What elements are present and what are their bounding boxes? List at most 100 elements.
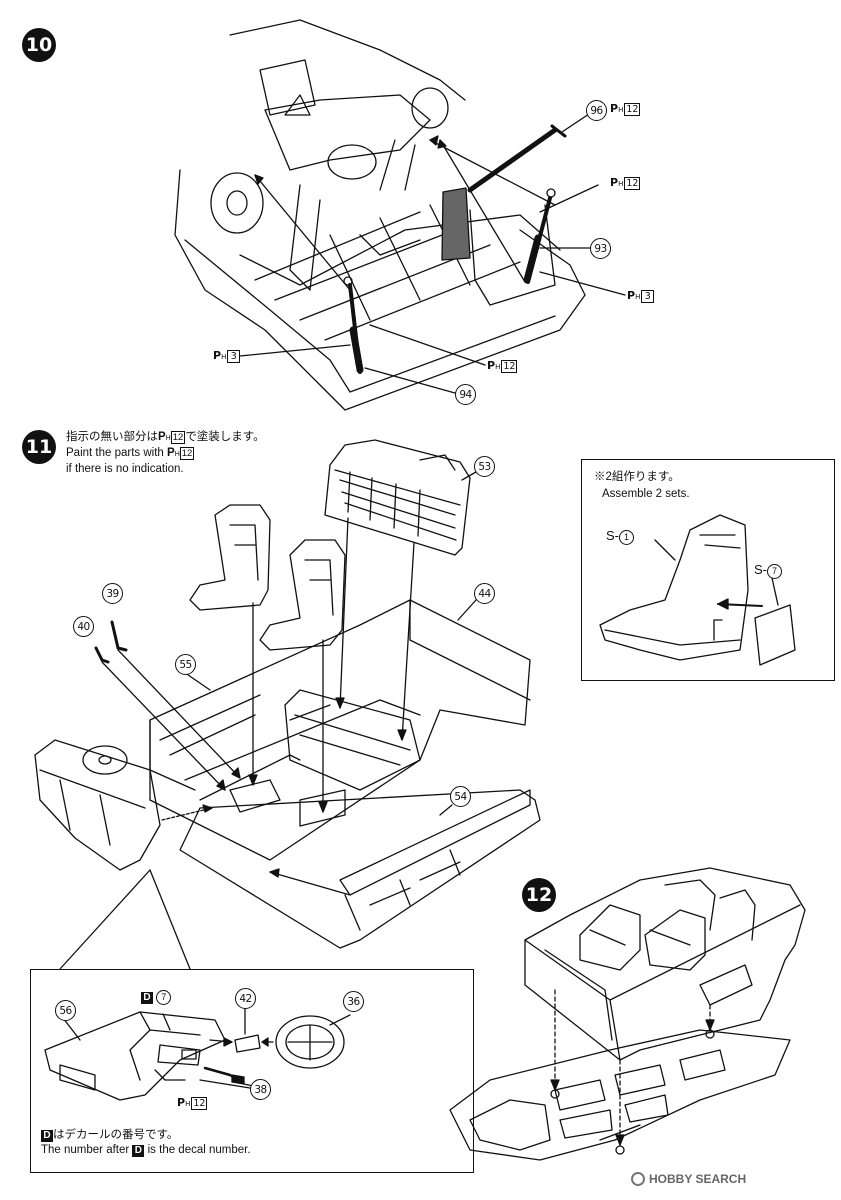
- part-number-96: 96: [586, 100, 607, 121]
- note-jp-pre: 指示の無い部分は: [66, 431, 158, 443]
- part-label-number: 1: [619, 530, 634, 545]
- differential: [327, 144, 377, 180]
- paint-color-number: 12: [501, 360, 518, 373]
- part-number-56: 56: [55, 1000, 76, 1021]
- note-en-pre: Paint the parts with: [66, 447, 164, 459]
- dashboard-drawing: [34, 739, 161, 871]
- part-39-drawing: [110, 620, 128, 652]
- floor-pan-drawing: [179, 789, 541, 949]
- watermark-text: HOBBY SEARCH: [649, 1172, 747, 1186]
- muffler: [259, 59, 316, 116]
- front-seat-left-drawing: [189, 504, 271, 611]
- part-number-40: 40: [73, 616, 94, 637]
- decal-label: D 7: [141, 990, 172, 1005]
- part-label-number: 7: [767, 564, 782, 579]
- underbody-rear-drawing: [174, 19, 586, 411]
- subassembly-box: ※2組作ります。 Assemble 2 sets. S-1 S-7: [581, 459, 835, 681]
- part-number-93: 93: [590, 238, 611, 259]
- part-number-42: 42: [235, 988, 256, 1009]
- paint-letter: P: [627, 289, 636, 302]
- part-40-drawing: [94, 646, 110, 664]
- paint-color-number: 3: [227, 350, 241, 363]
- paint-sub: H: [635, 293, 641, 301]
- part-number-44: 44: [474, 583, 495, 604]
- paint-color-number: 12: [624, 103, 641, 116]
- paint-letter: P: [213, 349, 222, 362]
- paint-color-number: 12: [179, 447, 195, 460]
- part-number-54: 54: [450, 786, 471, 807]
- detail-dash-drawing: [44, 1005, 351, 1101]
- decal-number: 7: [156, 990, 172, 1005]
- left-wheel-hub: [210, 172, 264, 234]
- paint-letter: P: [158, 431, 166, 443]
- part-s7-drawing: [754, 604, 796, 666]
- paint-color-number: 3: [641, 290, 655, 303]
- paint-sub: H: [618, 180, 624, 188]
- decal-letter: D: [132, 1145, 145, 1157]
- sub-seat-drawing: [599, 514, 796, 666]
- rear-axle: [264, 94, 431, 171]
- paint-letter: P: [177, 1096, 186, 1109]
- part-number-55: 55: [175, 654, 196, 675]
- part-number-39: 39: [102, 583, 123, 604]
- decal-letter: D: [41, 1130, 53, 1142]
- part-label-s7: S-7: [754, 562, 782, 579]
- front-seat-right-drawing: [259, 539, 346, 651]
- decal-letter: D: [141, 992, 153, 1004]
- paint-color-number: 12: [170, 431, 186, 444]
- floor-rail: [299, 789, 346, 827]
- note-en-post: if there is no indication.: [66, 463, 184, 475]
- part-96-rod: [467, 127, 558, 193]
- right-wheel-hub: [411, 87, 449, 129]
- bracket-part: [441, 187, 471, 261]
- step-12-badge: 12: [522, 878, 556, 912]
- part-number-94: 94: [455, 384, 476, 405]
- part-93-shock: [523, 188, 556, 284]
- note-jp-post: で塗装します。: [185, 431, 265, 443]
- part-number-53: 53: [474, 456, 495, 477]
- paint-sub: H: [221, 353, 227, 361]
- paint-sub: H: [165, 435, 171, 442]
- interior-tub-drawing: [149, 599, 531, 861]
- part-94-shock: [343, 276, 364, 374]
- rear-bench-base: [284, 689, 421, 791]
- part-42-drawing: [234, 1034, 261, 1053]
- decal-note-en-post: is the decal number.: [147, 1144, 251, 1156]
- hobby-search-logo-icon: [631, 1172, 645, 1186]
- subassembly-note-jp: ※2組作ります。: [594, 471, 680, 483]
- decal-note-en: The number after D is the decal number.: [41, 1143, 251, 1158]
- body-assembly-drawing: [524, 867, 806, 1061]
- watermark: HOBBY SEARCH: [631, 1172, 746, 1186]
- part-label-prefix: S-: [606, 528, 619, 543]
- paint-letter: P: [610, 176, 619, 189]
- part-number-38: 38: [250, 1079, 271, 1100]
- part-label-s1: S-1: [606, 528, 634, 545]
- front-wheel-well: [469, 1099, 551, 1151]
- center-console: [229, 779, 281, 813]
- step-11-badge: 11: [22, 430, 56, 464]
- paint-sub: H: [185, 1100, 191, 1108]
- part-36-wheel: [275, 1015, 345, 1069]
- rear-seat-drawing: [324, 439, 471, 556]
- paint-letter: P: [487, 359, 496, 372]
- part-number-36: 36: [343, 991, 364, 1012]
- steering-wheel-drawing: [82, 745, 128, 775]
- paint-letter: P: [610, 102, 619, 115]
- paint-letter: P: [167, 447, 175, 459]
- step-10-badge: 10: [22, 28, 56, 62]
- chassis-drawing: [449, 1029, 791, 1161]
